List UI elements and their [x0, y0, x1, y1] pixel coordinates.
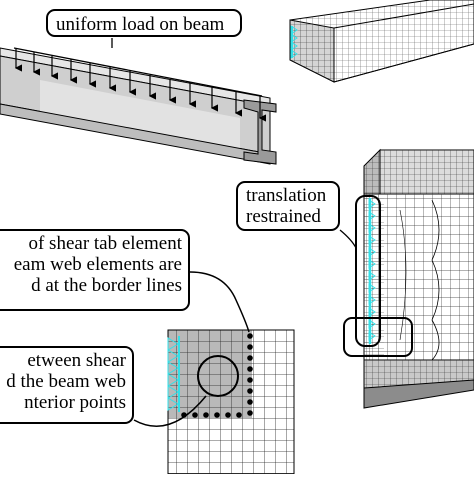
label-interior-line-1: etween shear: [27, 350, 126, 371]
loaded-beam: [0, 38, 277, 165]
load-line: [13, 47, 263, 97]
label-border-line-2: eam web elements are: [13, 254, 182, 275]
label-uniform-load: uniform load on beam: [46, 9, 242, 37]
label-interior-line-3: nterior points: [24, 392, 126, 413]
label-interior-points: etween shear d the beam web nterior poin…: [0, 346, 134, 424]
label-restrained-line-2: restrained: [246, 206, 321, 227]
label-restrained-line-1: translation: [246, 185, 327, 206]
label-border-line-3: d at the border lines: [31, 275, 182, 296]
label-interior-line-2: d the beam web: [6, 371, 126, 392]
load-arrow-icon: [14, 49, 266, 122]
restraint-triangle-icon: [368, 199, 376, 341]
meshed-beam-overview: [289, 0, 474, 83]
label-border-lines: of shear tab element eam web elements ar…: [0, 229, 190, 311]
corner-highlight: [343, 317, 413, 357]
label-translation-restrained: translation restrained: [236, 181, 340, 231]
label-uniform-load-text: uniform load on beam: [56, 14, 225, 35]
interior-point-highlight: [197, 355, 239, 397]
restraint-triangle-icon: [290, 25, 298, 59]
restraint-triangle-icon: [167, 337, 179, 411]
label-border-line-1: of shear tab element: [28, 233, 182, 254]
zoomed-mesh-detail: [133, 271, 295, 475]
meshed-connection-detail: [339, 148, 474, 409]
node-dot-icon: [181, 333, 253, 418]
restraint-highlight: [355, 195, 381, 347]
